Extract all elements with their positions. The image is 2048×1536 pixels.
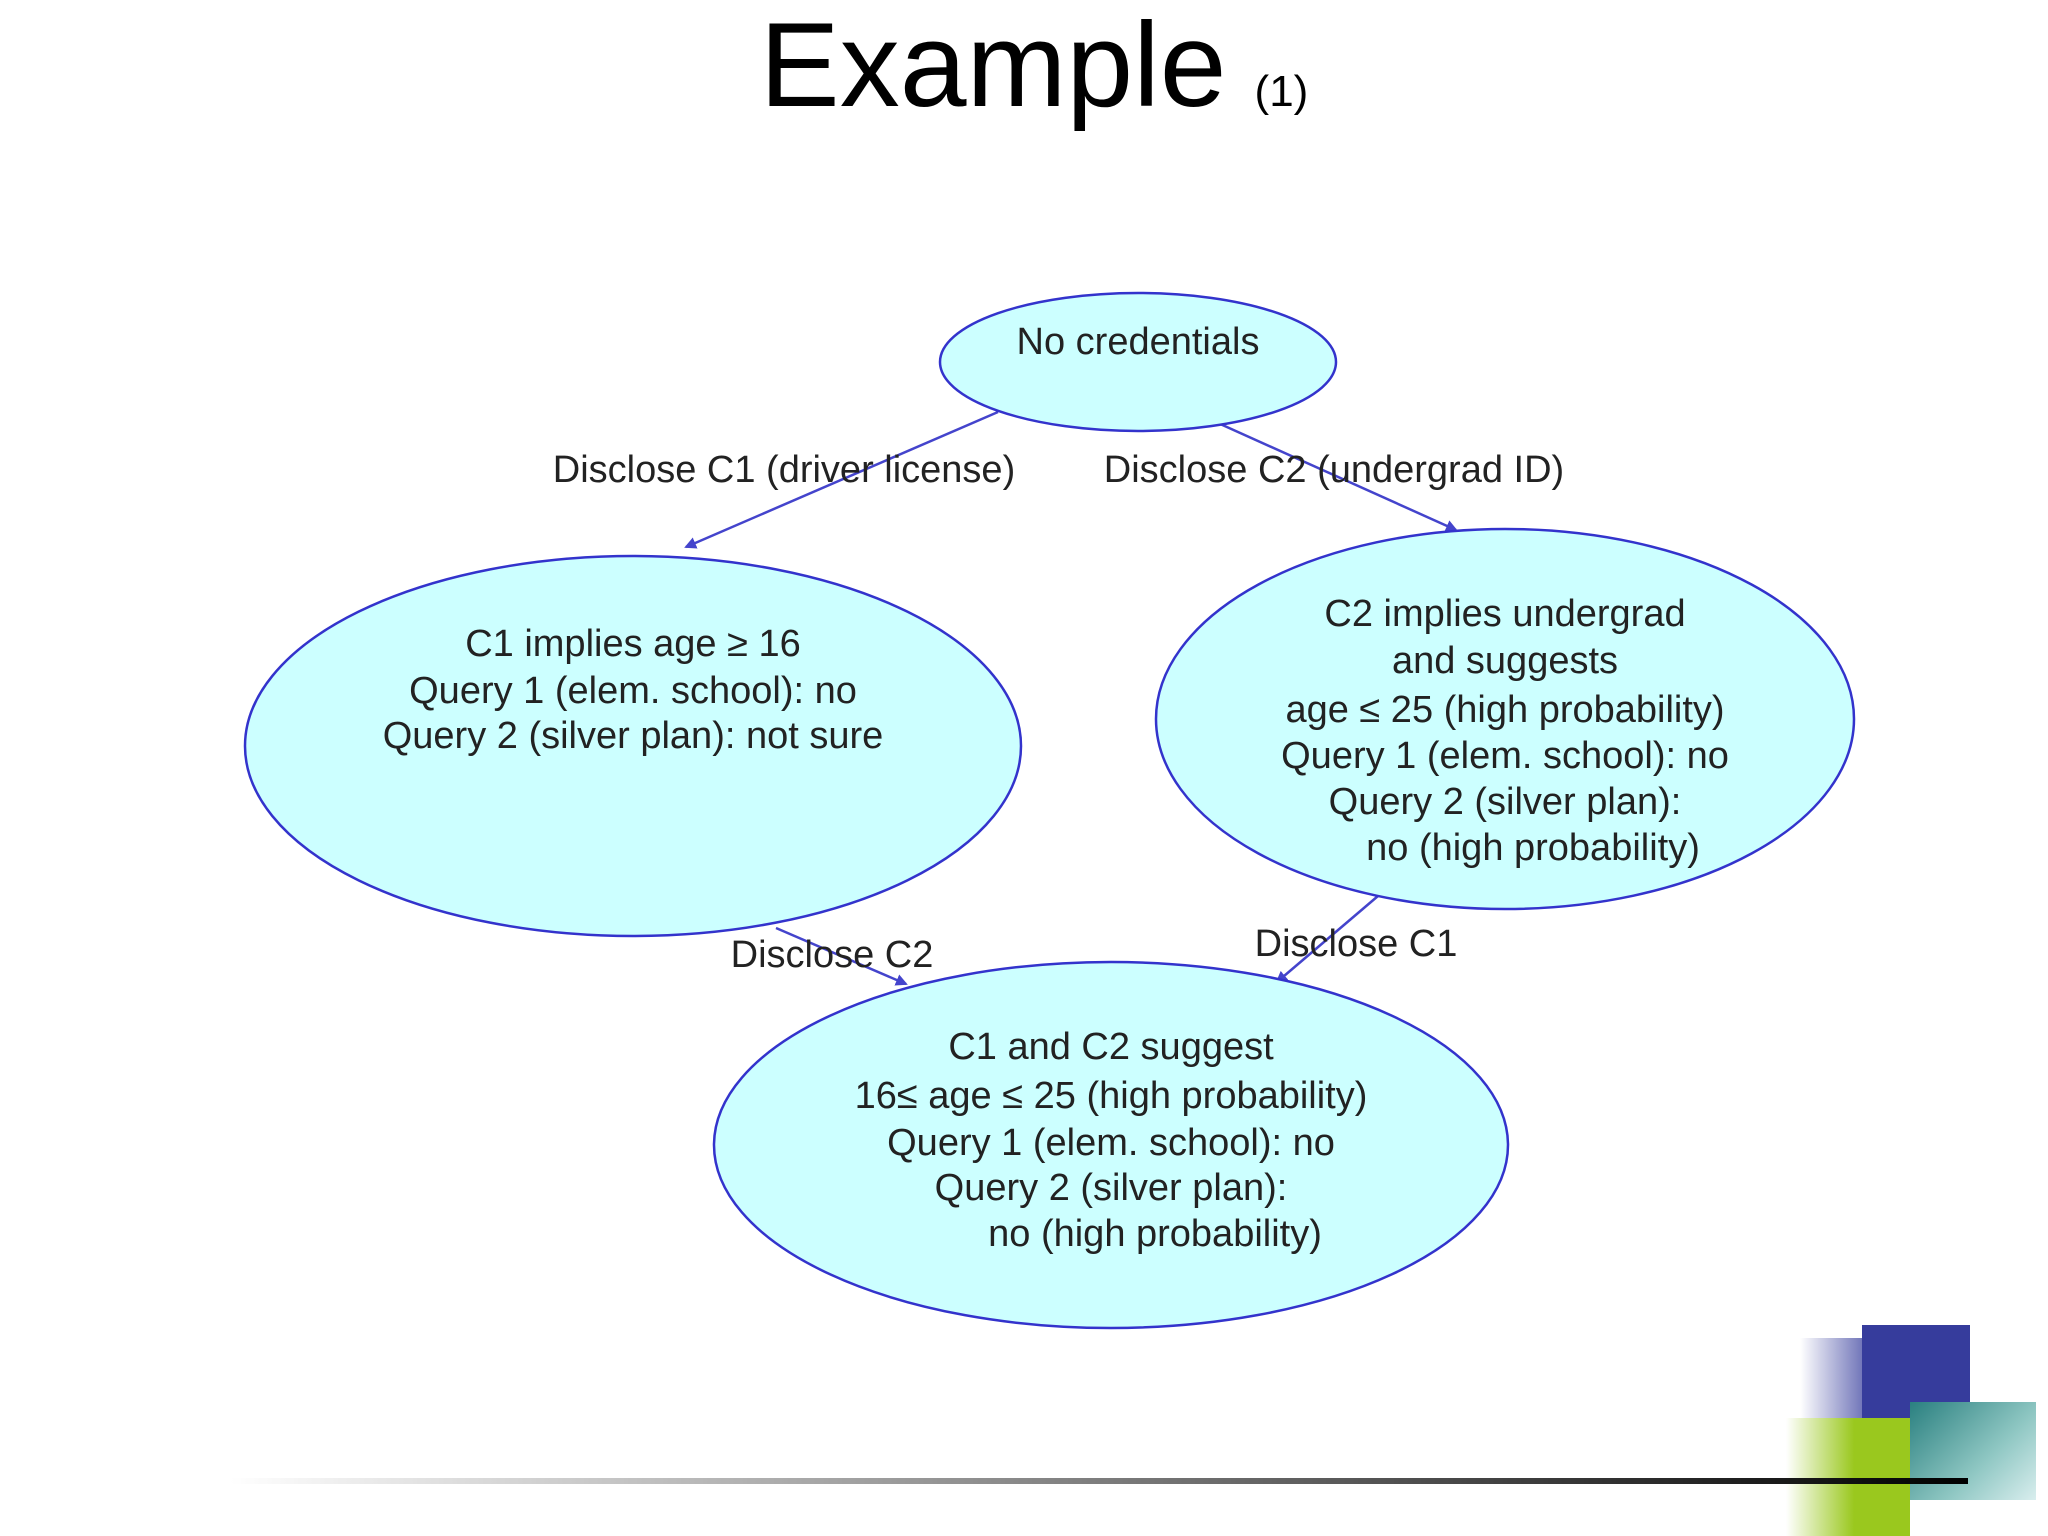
node-text-line: Query 2 (silver plan): not sure <box>383 715 884 757</box>
node-c2-implies-undergrad: C2 implies undergrad and suggests age ≤ … <box>1154 527 1856 911</box>
node-text-line: Query 1 (elem. school): no <box>887 1122 1335 1164</box>
node-text-line: Query 1 (elem. school): no <box>1281 735 1729 777</box>
slide-title-main: Example <box>759 0 1227 132</box>
node-text-line: 16≤ age ≤ 25 (high probability) <box>855 1075 1368 1117</box>
node-text-line: C2 implies undergrad <box>1324 593 1685 635</box>
edge-label-disclose-c2: Disclose C2 <box>731 934 934 976</box>
edge-label-disclose-c2-undergrad-id: Disclose C2 (undergrad ID) <box>1104 449 1564 491</box>
edge-root-to-c2 <box>1217 421 1458 532</box>
edge-label-disclose-c1: Disclose C1 <box>1255 923 1458 965</box>
slide-title-suffix: (1) <box>1254 67 1309 116</box>
node-shape <box>712 960 1510 1330</box>
footer-rule <box>230 1478 1968 1484</box>
edge-c2-to-both <box>1275 895 1379 984</box>
node-text-line: Query 2 (silver plan): <box>935 1167 1288 1209</box>
node-c1-implies-age: C1 implies age ≥ 16 Query 1 (elem. schoo… <box>243 554 1023 938</box>
corner-decoration-teal-square <box>1910 1402 2036 1500</box>
edge-c1-to-both <box>775 926 908 986</box>
node-no-credentials: No credentials <box>938 291 1338 433</box>
slide-title: Example (1) <box>0 0 2048 130</box>
node-c1-and-c2-suggest: C1 and C2 suggest 16≤ age ≤ 25 (high pro… <box>712 960 1510 1330</box>
node-text-line: Query 2 (silver plan): <box>1329 781 1682 823</box>
node-text-line: age ≤ 25 (high probability) <box>1285 689 1724 731</box>
node-shape <box>243 554 1023 938</box>
corner-decoration-green-square <box>1786 1418 1910 1536</box>
node-text-line: No credentials <box>1017 321 1260 363</box>
node-text-line: C1 implies age ≥ 16 <box>465 623 801 665</box>
node-shape <box>1154 527 1856 911</box>
node-text-line: Query 1 (elem. school): no <box>409 670 857 712</box>
node-text-line: no (high probability) <box>1366 827 1700 869</box>
edge-root-to-c1 <box>684 410 999 549</box>
node-text-line: C1 and C2 suggest <box>948 1026 1274 1068</box>
edge-label-disclose-c1-driver-license: Disclose C1 (driver license) <box>553 449 1015 491</box>
node-text-line: and suggests <box>1392 640 1618 682</box>
node-shape <box>938 291 1338 433</box>
node-text-line: no (high probability) <box>988 1213 1322 1255</box>
